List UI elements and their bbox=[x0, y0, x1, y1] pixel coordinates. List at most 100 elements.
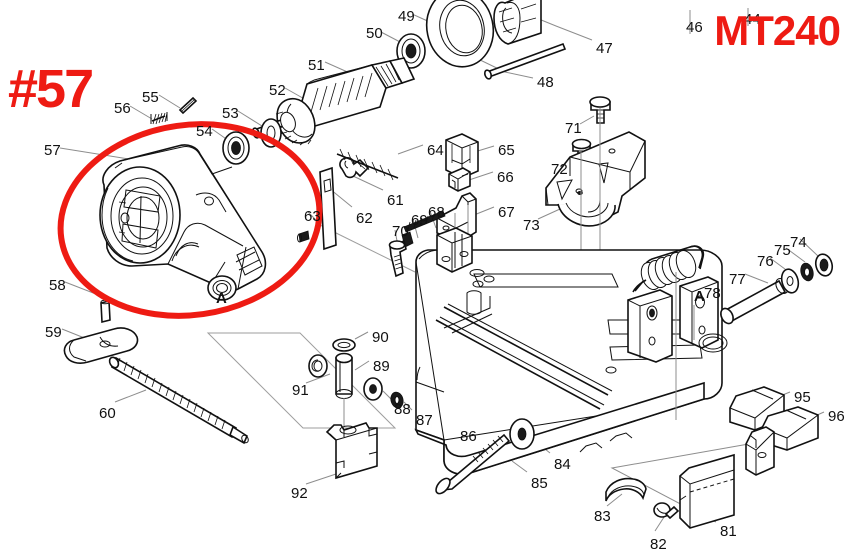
part-number-labels: 4446474849505152535455565758596061626364… bbox=[44, 8, 845, 549]
part-number-70: 70 bbox=[392, 223, 409, 240]
part-group-armature bbox=[150, 57, 416, 165]
section-marker-A-left: A bbox=[216, 290, 227, 307]
part-64-lead-wire bbox=[336, 148, 399, 181]
part-number-65: 65 bbox=[498, 142, 515, 159]
part-number-78: 78 bbox=[704, 285, 721, 302]
part-92-bracket bbox=[325, 422, 378, 480]
part-73-pivot-bracket bbox=[545, 131, 646, 227]
part-57-gear-housing bbox=[99, 144, 267, 301]
part-number-69: 69 bbox=[411, 212, 428, 229]
part-group-right-rod bbox=[632, 245, 834, 420]
part-91-clip bbox=[308, 354, 328, 378]
part-number-75: 75 bbox=[774, 242, 791, 259]
part-number-53: 53 bbox=[222, 105, 239, 122]
part-85-bolt bbox=[435, 433, 511, 495]
part-72-screw bbox=[571, 138, 592, 165]
part-group-bottom-right bbox=[605, 386, 819, 529]
part-number-67: 67 bbox=[498, 204, 515, 221]
part-62-flat-bar bbox=[319, 166, 337, 251]
part-78-torsion-spring bbox=[632, 245, 705, 293]
base-table bbox=[414, 227, 728, 475]
part-number-51: 51 bbox=[308, 57, 325, 74]
part-number-81: 81 bbox=[720, 523, 737, 540]
callout-part-number: #57 bbox=[8, 59, 94, 119]
part-group-motor-top bbox=[396, 0, 567, 80]
part-number-74: 74 bbox=[790, 234, 807, 251]
part-87-ring bbox=[390, 391, 404, 409]
part-number-66: 66 bbox=[497, 169, 514, 186]
part-number-85: 85 bbox=[531, 475, 548, 492]
part-group-bolt bbox=[435, 418, 535, 495]
part-84-washer bbox=[509, 418, 535, 450]
part-number-46: 46 bbox=[686, 19, 703, 36]
part-77-rod bbox=[720, 277, 789, 325]
part-brush-holder-cup bbox=[745, 426, 775, 476]
part-76-washer bbox=[780, 268, 800, 294]
part-55-key bbox=[178, 96, 198, 115]
part-75-nut bbox=[800, 262, 814, 282]
section-marker-A-right: A bbox=[694, 288, 705, 305]
part-number-73: 73 bbox=[523, 217, 540, 234]
part-group-pivot bbox=[545, 96, 646, 354]
part-89-sleeve bbox=[335, 352, 353, 399]
part-number-83: 83 bbox=[594, 508, 611, 525]
part-number-90: 90 bbox=[372, 329, 389, 346]
part-number-47: 47 bbox=[596, 40, 613, 57]
part-number-49: 49 bbox=[398, 8, 415, 25]
part-number-76: 76 bbox=[757, 253, 774, 270]
part-90-oring bbox=[332, 338, 356, 352]
part-65-brush-holder bbox=[445, 133, 479, 179]
part-63-pin bbox=[297, 230, 310, 243]
part-number-58: 58 bbox=[49, 277, 66, 294]
part-number-48: 48 bbox=[537, 74, 554, 91]
part-66-terminal bbox=[448, 167, 471, 192]
part-51-armature bbox=[251, 57, 416, 146]
part-number-91: 91 bbox=[292, 382, 309, 399]
part-74-cap bbox=[814, 253, 834, 277]
part-number-84: 84 bbox=[554, 456, 571, 473]
part-number-56: 56 bbox=[114, 100, 131, 117]
part-number-61: 61 bbox=[387, 192, 404, 209]
part-47-field bbox=[493, 0, 542, 45]
base-mount-post bbox=[436, 227, 473, 273]
part-58-roll-pin bbox=[100, 299, 111, 324]
part-number-71: 71 bbox=[565, 120, 582, 137]
part-group-bottom-center bbox=[308, 338, 404, 480]
part-number-44: 44 bbox=[744, 11, 761, 28]
part-60-threaded-rod bbox=[108, 356, 249, 445]
part-81-cover-plate bbox=[679, 453, 735, 529]
part-number-88: 88 bbox=[394, 401, 411, 418]
part-number-62: 62 bbox=[356, 210, 373, 227]
part-49-ring bbox=[425, 0, 495, 68]
part-number-55: 55 bbox=[142, 89, 159, 106]
part-54-bearing bbox=[222, 131, 250, 165]
part-number-60: 60 bbox=[99, 405, 116, 422]
part-number-57: 57 bbox=[44, 142, 61, 159]
part-59-lever bbox=[63, 327, 139, 364]
part-56-spring bbox=[150, 112, 168, 125]
part-number-59: 59 bbox=[45, 324, 62, 341]
part-number-96: 96 bbox=[828, 408, 845, 425]
part-82-screw bbox=[653, 502, 680, 520]
part-number-52: 52 bbox=[269, 82, 286, 99]
part-48-pin bbox=[483, 42, 567, 80]
base-mount-ears bbox=[627, 276, 719, 363]
part-number-86: 86 bbox=[460, 428, 477, 445]
part-number-50: 50 bbox=[366, 25, 383, 42]
part-number-72: 72 bbox=[551, 161, 568, 178]
part-83-arc-shoe bbox=[605, 477, 647, 502]
part-70-screw bbox=[388, 239, 407, 278]
part-number-82: 82 bbox=[650, 536, 667, 549]
part-number-68: 68 bbox=[428, 204, 445, 221]
part-number-63: 63 bbox=[304, 208, 321, 225]
part-number-77: 77 bbox=[729, 271, 746, 288]
part-number-89: 89 bbox=[373, 358, 390, 375]
part-number-95: 95 bbox=[794, 389, 811, 406]
part-number-64: 64 bbox=[427, 142, 444, 159]
part-group-left-lower bbox=[63, 299, 249, 445]
model-number-label: MT240 bbox=[714, 7, 841, 54]
part-number-87: 87 bbox=[416, 412, 433, 429]
